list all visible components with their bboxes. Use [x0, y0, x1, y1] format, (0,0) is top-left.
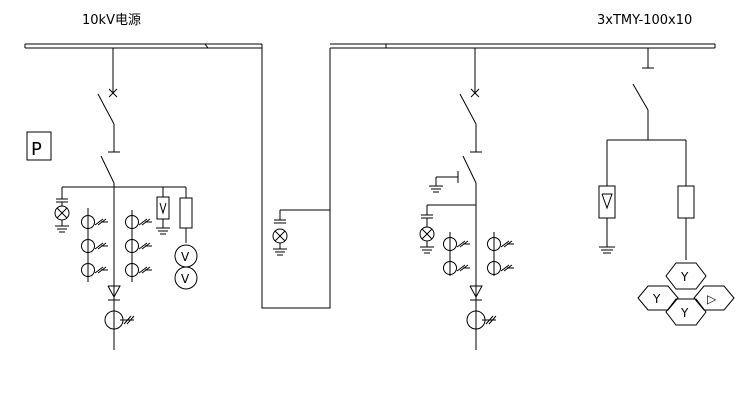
right-earthing-switch [429, 171, 459, 193]
pt-star-top: Y [680, 270, 689, 284]
pt-fuse [677, 185, 695, 260]
pt-surge-arrester [598, 185, 616, 254]
meter-box [26, 131, 52, 161]
left-outgoing-end [104, 285, 135, 330]
tie-indicator-lamp [272, 209, 330, 256]
left-title: 10kV电源 [82, 13, 141, 28]
right-feeder [427, 48, 482, 350]
left-surge-arrester [156, 187, 170, 235]
current-transformers-col2 [125, 210, 152, 282]
pt-delta-right: ▷ [707, 292, 717, 306]
meter-box-label: P [31, 139, 42, 160]
voltmeter-label-bottom: V [181, 272, 190, 286]
pt-transformer [637, 262, 735, 326]
left-indicator-lamp [54, 187, 70, 233]
left-busbar [24, 43, 262, 49]
pt-star-left: Y [652, 292, 661, 306]
right-title: 3xTMY-100x10 [597, 13, 692, 28]
bus-tie-line [261, 44, 331, 309]
voltage-transformer-branch [174, 187, 198, 290]
left-incoming-feeder [62, 48, 186, 350]
pt-star-bottom: Y [680, 306, 689, 320]
voltmeter-label-top: V [181, 250, 190, 264]
pt-cubicle [606, 48, 687, 186]
right-outgoing-end [466, 285, 497, 330]
right-indicator-lamp [419, 205, 435, 254]
right-current-transformers [443, 232, 514, 276]
current-transformers-col1 [81, 208, 108, 282]
right-busbar [330, 43, 716, 49]
